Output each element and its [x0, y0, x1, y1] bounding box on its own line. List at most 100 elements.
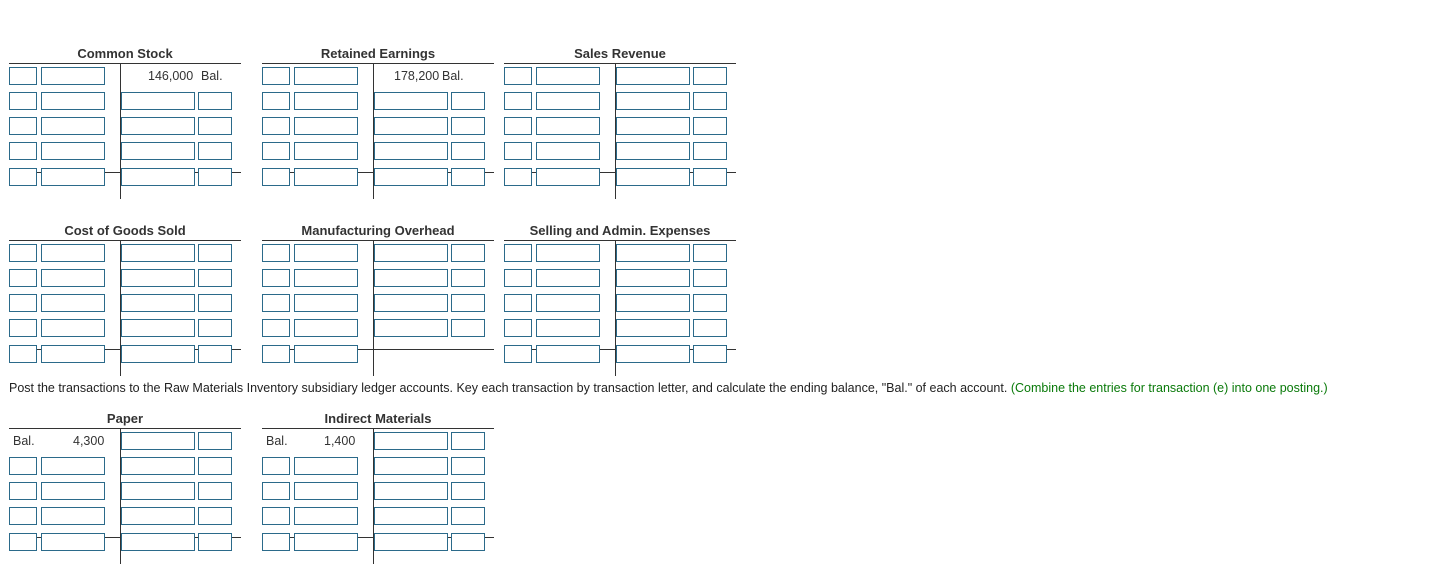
debit-amount-input[interactable]: [294, 244, 358, 262]
credit-amount-input[interactable]: [374, 294, 448, 312]
credit-amount-input[interactable]: [121, 294, 195, 312]
credit-amount-input[interactable]: [121, 507, 195, 525]
debit-amount-input[interactable]: [536, 319, 600, 337]
credit-key-input[interactable]: [198, 432, 232, 450]
credit-key-input[interactable]: [198, 269, 232, 287]
debit-key-input[interactable]: [9, 117, 37, 135]
debit-amount-input[interactable]: [41, 244, 105, 262]
debit-key-input[interactable]: [504, 269, 532, 287]
debit-amount-input[interactable]: [41, 482, 105, 500]
credit-key-input[interactable]: [451, 507, 485, 525]
credit-amount-input[interactable]: [121, 92, 195, 110]
credit-total-key-input[interactable]: [198, 345, 232, 363]
debit-key-input[interactable]: [9, 457, 37, 475]
credit-key-input[interactable]: [693, 67, 727, 85]
debit-key-input[interactable]: [262, 507, 290, 525]
debit-key-input[interactable]: [9, 482, 37, 500]
debit-key-input[interactable]: [504, 244, 532, 262]
debit-key-input[interactable]: [504, 294, 532, 312]
credit-key-input[interactable]: [451, 92, 485, 110]
credit-key-input[interactable]: [451, 142, 485, 160]
debit-key-input[interactable]: [262, 269, 290, 287]
debit-key-input[interactable]: [9, 244, 37, 262]
debit-amount-input[interactable]: [41, 142, 105, 160]
total-key-input[interactable]: [504, 168, 532, 186]
credit-key-input[interactable]: [451, 117, 485, 135]
credit-amount-input[interactable]: [121, 432, 195, 450]
debit-amount-input[interactable]: [41, 507, 105, 525]
total-key-input[interactable]: [504, 345, 532, 363]
credit-amount-input[interactable]: [374, 244, 448, 262]
debit-amount-input[interactable]: [536, 117, 600, 135]
debit-key-input[interactable]: [504, 117, 532, 135]
debit-total-input[interactable]: [294, 533, 358, 551]
debit-amount-input[interactable]: [41, 92, 105, 110]
credit-key-input[interactable]: [198, 507, 232, 525]
credit-key-input[interactable]: [693, 319, 727, 337]
credit-key-input[interactable]: [198, 244, 232, 262]
debit-key-input[interactable]: [262, 67, 290, 85]
debit-key-input[interactable]: [262, 319, 290, 337]
debit-amount-input[interactable]: [294, 92, 358, 110]
credit-key-input[interactable]: [198, 457, 232, 475]
debit-total-input[interactable]: [294, 168, 358, 186]
credit-total-input[interactable]: [616, 168, 690, 186]
debit-amount-input[interactable]: [536, 244, 600, 262]
debit-amount-input[interactable]: [294, 507, 358, 525]
credit-key-input[interactable]: [451, 457, 485, 475]
total-key-input[interactable]: [9, 168, 37, 186]
credit-total-key-input[interactable]: [198, 533, 232, 551]
debit-key-input[interactable]: [504, 67, 532, 85]
debit-amount-input[interactable]: [294, 294, 358, 312]
debit-total-input[interactable]: [41, 168, 105, 186]
debit-key-input[interactable]: [262, 457, 290, 475]
credit-key-input[interactable]: [693, 269, 727, 287]
debit-total-input[interactable]: [536, 345, 600, 363]
debit-amount-input[interactable]: [41, 319, 105, 337]
credit-key-input[interactable]: [198, 294, 232, 312]
debit-key-input[interactable]: [9, 319, 37, 337]
debit-key-input[interactable]: [9, 507, 37, 525]
credit-key-input[interactable]: [198, 117, 232, 135]
credit-key-input[interactable]: [693, 244, 727, 262]
debit-amount-input[interactable]: [41, 269, 105, 287]
debit-key-input[interactable]: [504, 142, 532, 160]
debit-amount-input[interactable]: [536, 269, 600, 287]
debit-key-input[interactable]: [9, 92, 37, 110]
credit-amount-input[interactable]: [374, 507, 448, 525]
credit-amount-input[interactable]: [616, 67, 690, 85]
credit-amount-input[interactable]: [121, 244, 195, 262]
debit-key-input[interactable]: [262, 244, 290, 262]
credit-key-input[interactable]: [451, 319, 485, 337]
credit-amount-input[interactable]: [374, 117, 448, 135]
credit-amount-input[interactable]: [374, 319, 448, 337]
debit-key-input[interactable]: [9, 67, 37, 85]
total-key-input[interactable]: [262, 345, 290, 363]
debit-amount-input[interactable]: [536, 92, 600, 110]
credit-key-input[interactable]: [451, 432, 485, 450]
credit-amount-input[interactable]: [121, 269, 195, 287]
credit-key-input[interactable]: [198, 482, 232, 500]
credit-key-input[interactable]: [693, 294, 727, 312]
credit-amount-input[interactable]: [616, 269, 690, 287]
credit-amount-input[interactable]: [374, 432, 448, 450]
credit-amount-input[interactable]: [121, 142, 195, 160]
credit-key-input[interactable]: [198, 142, 232, 160]
debit-total-input[interactable]: [41, 533, 105, 551]
debit-amount-input[interactable]: [536, 294, 600, 312]
debit-key-input[interactable]: [504, 92, 532, 110]
debit-amount-input[interactable]: [294, 269, 358, 287]
credit-key-input[interactable]: [451, 269, 485, 287]
credit-total-key-input[interactable]: [693, 168, 727, 186]
debit-key-input[interactable]: [9, 269, 37, 287]
credit-amount-input[interactable]: [374, 457, 448, 475]
credit-total-key-input[interactable]: [451, 168, 485, 186]
debit-amount-input[interactable]: [41, 457, 105, 475]
credit-key-input[interactable]: [451, 482, 485, 500]
credit-amount-input[interactable]: [374, 142, 448, 160]
credit-amount-input[interactable]: [616, 294, 690, 312]
credit-amount-input[interactable]: [121, 482, 195, 500]
credit-total-input[interactable]: [374, 533, 448, 551]
credit-total-input[interactable]: [121, 533, 195, 551]
total-key-input[interactable]: [9, 345, 37, 363]
